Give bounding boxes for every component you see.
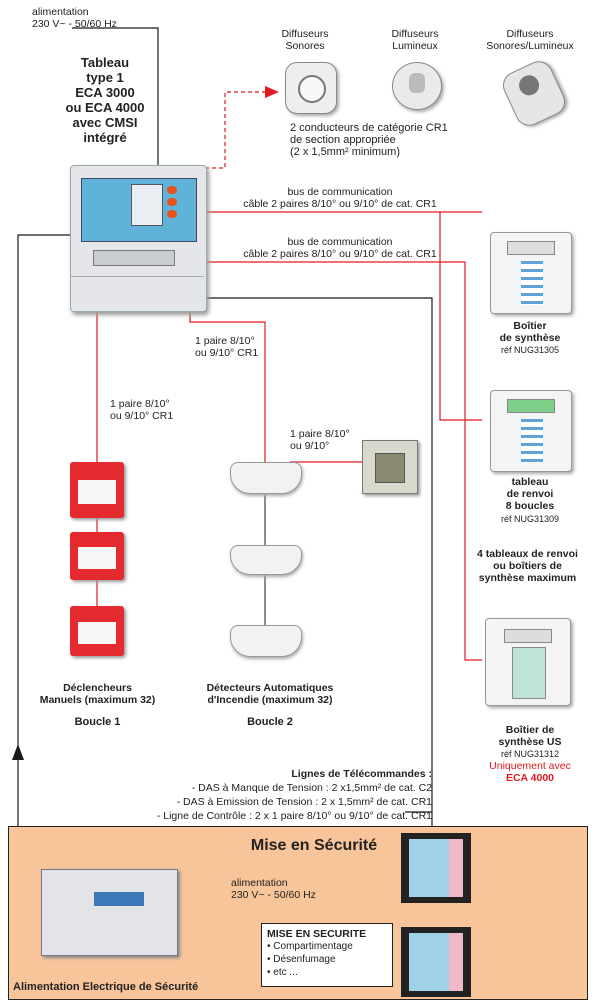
sound-diffuser-icon — [285, 62, 337, 114]
security-box-title: MISE EN SECURITE — [267, 928, 367, 940]
security-box: MISE EN SECURITE • Compartimentage • Dés… — [261, 923, 393, 987]
loop1-label: Boucle 1 — [74, 716, 121, 728]
smoke-detector-icon — [230, 625, 302, 657]
telecommand-line-2: - DAS à Emission de Tension : 2 x 1,5mm²… — [176, 796, 432, 808]
security-footer: Alimentation Electrique de Sécurité — [13, 981, 199, 993]
action-indicator-icon — [362, 440, 418, 494]
security-power-supply — [41, 869, 178, 956]
manual-call-point — [70, 532, 124, 580]
security-title: Mise en Sécurité — [250, 837, 378, 854]
security-item: • Compartimentage — [267, 941, 353, 952]
security-item: • Désenfumage — [267, 954, 336, 965]
security-item: • etc ... — [267, 967, 298, 978]
pair-label-indicator: 1 paire 8/10°ou 9/10° — [290, 428, 350, 452]
telecommand-line-1: - DAS à Manque de Tension : 2 x1,5mm² de… — [191, 782, 432, 794]
manual-call-point — [70, 606, 124, 656]
door-icon — [401, 927, 471, 997]
us-box-ref: réf NUG31312 — [500, 749, 560, 759]
smoke-detector-icon — [230, 545, 302, 575]
smoke-detector-icon — [230, 462, 302, 494]
pair-label-loop2: 1 paire 8/10°ou 9/10° CR1 — [195, 335, 259, 359]
pair-label-loop1: 1 paire 8/10°ou 9/10° CR1 — [110, 398, 174, 422]
synthesis-box — [490, 232, 572, 314]
light-diffuser-icon — [392, 62, 442, 110]
loop2-label: Boucle 2 — [247, 716, 293, 728]
telecommand-title: Lignes de Télécommandes : — [291, 768, 432, 780]
telecommand-line-3: - Ligne de Contrôle : 2 x 1 paire 8/10° … — [156, 810, 432, 822]
door-icon — [401, 833, 471, 903]
repeater-panel-ref: réf NUG31309 — [500, 514, 560, 524]
synthesis-box-ref: réf NUG31305 — [500, 345, 560, 355]
manual-call-point — [70, 462, 124, 518]
us-synthesis-box — [485, 618, 571, 706]
repeater-panel — [490, 390, 572, 472]
fire-panel — [70, 165, 207, 312]
